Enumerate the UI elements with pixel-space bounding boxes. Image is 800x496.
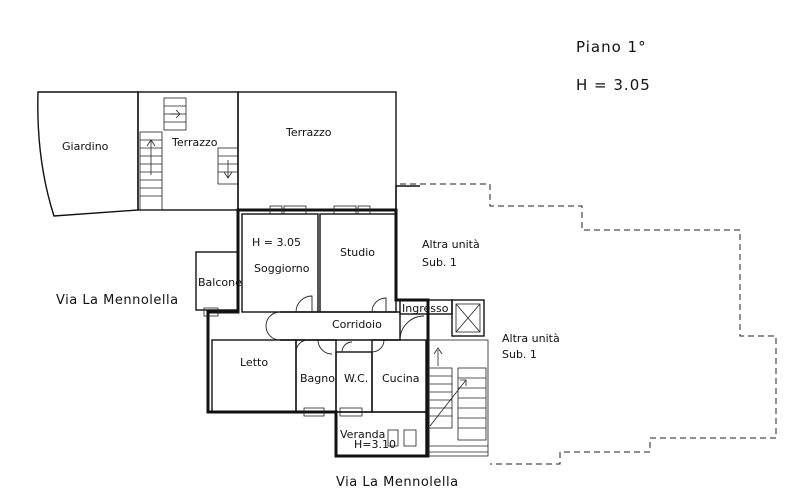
corridoio-outline [280, 311, 401, 341]
label-giardino: Giardino [62, 140, 109, 153]
street-west: Via La Mennolella [56, 293, 179, 308]
label-room-height: H = 3.05 [252, 236, 301, 249]
label-terrazzo-small: Terrazzo [171, 136, 218, 149]
balcone-outline [195, 251, 239, 311]
label-veranda: Veranda [340, 428, 385, 441]
label-terrazzo-large: Terrazzo [285, 126, 332, 139]
terrazzo-small-outline [137, 91, 239, 211]
giardino-outline [37, 91, 139, 217]
lower-doors [295, 339, 385, 355]
street-south: Via La Mennolella [336, 475, 459, 490]
floor-title: Piano 1° [576, 38, 647, 56]
veranda-outline [335, 411, 427, 457]
label-wc: W.C. [344, 372, 368, 385]
letto-outline [211, 339, 297, 413]
entry-wall [395, 185, 420, 210]
label-soggiorno: Soggiorno [254, 262, 310, 275]
terrazzo-large-outline [237, 91, 397, 211]
veranda-details [387, 429, 417, 447]
label-other-unit-a: Altra unità [422, 238, 480, 251]
label-corridoio: Corridoio [332, 318, 382, 331]
other-unit-outline [400, 183, 777, 465]
label-other-unit-a-sub: Sub. 1 [422, 256, 457, 269]
label-bagno: Bagno [300, 372, 335, 385]
label-other-unit-b-sub: Sub. 1 [502, 348, 537, 361]
label-balcone: Balcone [198, 276, 242, 289]
label-studio: Studio [340, 246, 375, 259]
label-cucina: Cucina [382, 372, 419, 385]
elevator [451, 299, 485, 337]
stair-right [217, 147, 239, 185]
label-other-unit-b: Altra unità [502, 332, 560, 345]
label-veranda-height: H=3.10 [354, 438, 396, 451]
label-letto: Letto [240, 356, 268, 369]
stair-left [139, 131, 163, 211]
balcone-window [203, 307, 219, 317]
studio-outline [319, 213, 397, 313]
floor-height: H = 3.05 [576, 76, 651, 94]
corridor-doors [265, 295, 425, 341]
stair-top [163, 97, 187, 131]
building-stair [427, 339, 489, 457]
label-ingresso: Ingresso [402, 302, 449, 315]
